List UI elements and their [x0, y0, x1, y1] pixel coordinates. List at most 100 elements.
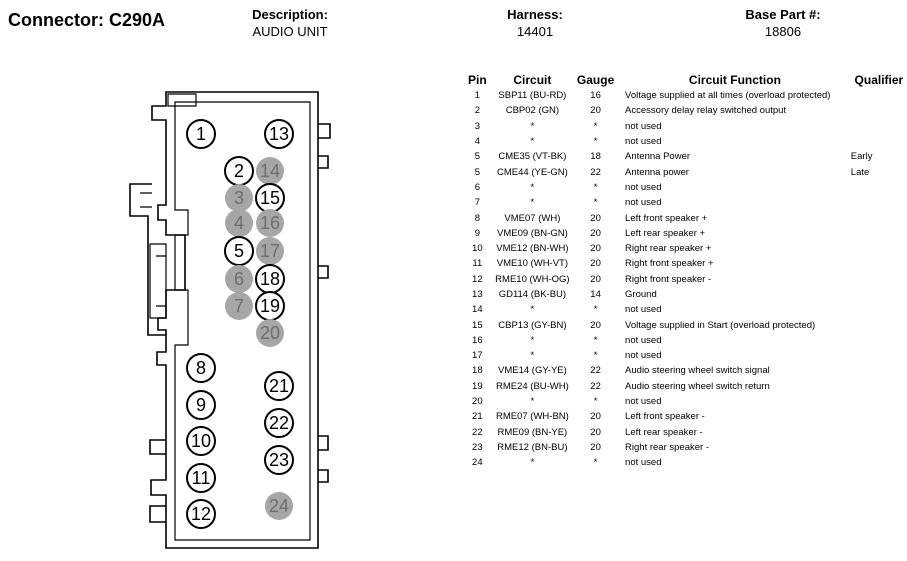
table-cell-gauge: 14 — [590, 289, 601, 300]
table-row: 3**not used — [462, 119, 907, 134]
connector-housing — [129, 91, 331, 549]
table-cell-pin: 20 — [472, 396, 483, 408]
table-cell-function: Right rear speaker - — [625, 441, 709, 453]
table-row: 7**not used — [462, 195, 907, 210]
table-cell-qualifier — [851, 302, 907, 317]
table-cell-circuit: RME24 (BU-WH) — [495, 380, 569, 392]
pin-8: 8 — [186, 353, 216, 383]
table-cell-function: not used — [625, 457, 662, 469]
table-cell-gauge: 20 — [590, 243, 601, 255]
table-cell-gauge: * — [593, 304, 598, 316]
column-header-circuit-function: Circuit Function — [688, 73, 781, 87]
pin-15: 15 — [255, 183, 285, 213]
table-cell-circuit: RME09 (BN-YE) — [497, 426, 568, 438]
pin-number: 14 — [260, 161, 280, 181]
table-cell-qualifier — [851, 409, 907, 424]
table-cell-circuit: CBP02 (GN) — [505, 105, 560, 117]
pin-number: 16 — [260, 213, 280, 233]
column-header-pin: Pin — [468, 73, 487, 87]
pin-number: 19 — [260, 296, 280, 316]
table-cell-circuit: RME07 (WH-BN) — [495, 411, 569, 423]
pin-number: 17 — [260, 241, 280, 261]
pin-cavity — [186, 119, 216, 149]
table-cell-gauge: 20 — [590, 319, 601, 331]
table-cell-qualifier — [851, 241, 907, 256]
table-cell-pin: 16 — [472, 334, 483, 346]
column-header-circuit: Circuit — [513, 73, 552, 87]
table-cell-gauge: 20 — [590, 258, 601, 270]
table-cell-gauge: 22 — [590, 380, 601, 392]
pin-cavity — [186, 463, 216, 493]
table-cell-circuit: SBP11 (BU-RD) — [498, 90, 567, 102]
table-cell-qualifier — [851, 272, 907, 287]
table-cell-qualifier — [851, 348, 907, 363]
table-cell-function: not used — [625, 334, 662, 346]
table-cell-function: not used — [625, 197, 662, 209]
harness-label: Harness: — [507, 7, 563, 22]
table-cell-qualifier — [851, 363, 907, 378]
pin-21: 21 — [264, 371, 294, 401]
pin-cavity — [265, 492, 293, 520]
table-cell-pin: 10 — [472, 243, 483, 255]
table-cell-function: Ground — [625, 289, 657, 300]
pin-5: 5 — [224, 236, 254, 266]
pin-number: 23 — [269, 450, 289, 470]
pin-23: 23 — [264, 445, 294, 475]
table-cell-gauge: 18 — [590, 151, 601, 163]
table-cell-pin: 13 — [472, 289, 483, 300]
table-cell-qualifier — [851, 256, 907, 271]
table-cell-function: Voltage supplied in Start (overload prot… — [625, 319, 816, 331]
table-cell-function: Antenna Power — [625, 151, 691, 163]
table-cell-function: Left rear speaker - — [625, 426, 703, 438]
pinout-table: Pin Circuit Gauge Circuit Function Quali… — [462, 72, 907, 470]
pin-cavity — [225, 209, 253, 237]
table-row: 4**not used — [462, 134, 907, 149]
table-cell-pin: 12 — [472, 273, 483, 285]
table-cell-pin: 22 — [472, 426, 483, 438]
base-part-block: Base Part #: 18806 — [728, 7, 838, 39]
pin-number: 8 — [196, 358, 206, 378]
pin-cavity — [225, 265, 253, 293]
table-cell-pin: 18 — [472, 365, 483, 377]
table-cell-function: Left front speaker + — [625, 212, 708, 224]
pin-9: 9 — [186, 390, 216, 420]
table-cell-qualifier — [851, 394, 907, 409]
pin-number: 20 — [260, 323, 280, 343]
table-cell-function: not used — [625, 120, 662, 132]
table-cell-gauge: * — [593, 396, 598, 408]
table-cell-pin: 6 — [474, 181, 480, 193]
table-cell-gauge: 20 — [590, 105, 601, 117]
table-cell-gauge: 22 — [590, 166, 601, 178]
table-cell-circuit: RME10 (WH-OG) — [495, 273, 570, 285]
table-cell-gauge: * — [593, 120, 598, 132]
pin-number: 1 — [196, 124, 206, 144]
pin-number: 18 — [260, 269, 280, 289]
pin-number: 21 — [269, 376, 289, 396]
pin-number: 2 — [234, 161, 244, 181]
table-cell-gauge: 22 — [590, 365, 601, 377]
table-cell-function: Right front speaker + — [625, 258, 714, 270]
table-cell-qualifier — [851, 134, 907, 149]
pin-11: 11 — [186, 463, 216, 493]
pin-cavity — [256, 209, 284, 237]
pin-number: 5 — [234, 241, 244, 261]
column-header-qualifier: Qualifier — [854, 73, 904, 87]
table-cell-pin: 4 — [474, 136, 480, 148]
table-cell-pin: 5 — [474, 151, 480, 163]
table-cell-qualifier — [851, 287, 907, 302]
table-cell-function: Right front speaker - — [625, 273, 712, 285]
table-cell-qualifier: Early — [850, 151, 873, 163]
table-cell-qualifier — [851, 180, 907, 195]
pin-number: 4 — [234, 213, 244, 233]
table-cell-qualifier — [851, 119, 907, 134]
table-cell-circuit: VME07 (WH) — [504, 212, 561, 224]
table-cell-function: not used — [625, 350, 662, 362]
table-cell-qualifier — [851, 210, 907, 225]
